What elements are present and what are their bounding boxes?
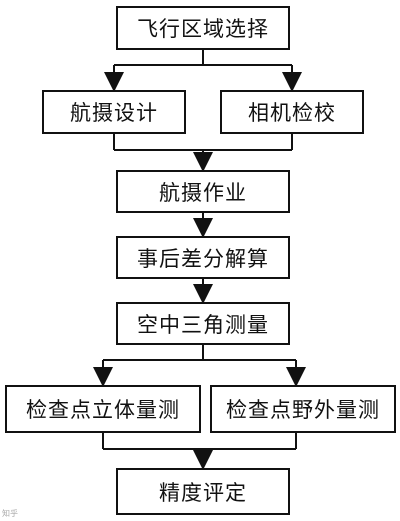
node-stereo-check: 检查点立体量测 <box>5 385 201 433</box>
node-accuracy: 精度评定 <box>116 468 290 515</box>
node-design: 航摄设计 <box>42 90 186 134</box>
node-operation: 航摄作业 <box>116 170 290 213</box>
watermark: 知乎 <box>2 509 18 518</box>
node-field-check: 检查点野外量测 <box>210 385 396 433</box>
node-triangulation: 空中三角测量 <box>116 302 290 345</box>
node-pp-diff: 事后差分解算 <box>116 236 290 279</box>
node-calibrate: 相机检校 <box>220 90 364 134</box>
node-select-area: 飞行区域选择 <box>116 6 290 50</box>
